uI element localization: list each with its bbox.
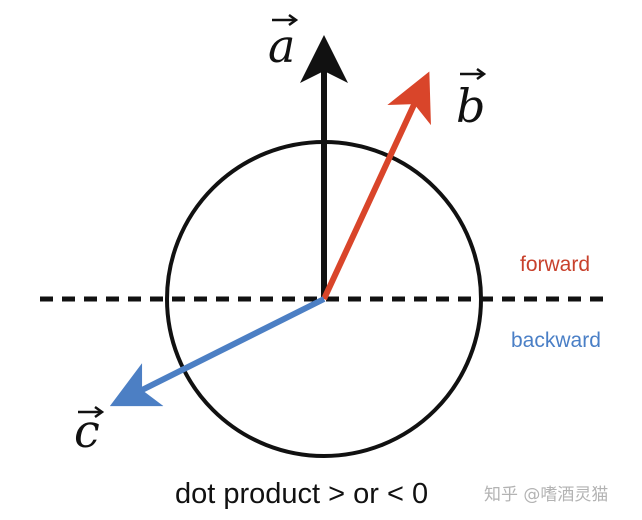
caption-text: dot product > or < 0	[175, 478, 428, 510]
vector-c-label: c	[74, 404, 105, 458]
svg-text:a: a	[268, 19, 295, 73]
forward-label: forward	[520, 253, 590, 276]
backward-label: backward	[511, 329, 601, 352]
vector-c-arrow	[109, 296, 326, 407]
vector-b-label: b	[456, 67, 487, 133]
watermark-text: 知乎 @嗜酒灵猫	[484, 485, 608, 505]
vector-b-arrow	[321, 71, 431, 301]
svg-text:b: b	[456, 79, 485, 133]
vector-a-label: a	[268, 13, 299, 73]
